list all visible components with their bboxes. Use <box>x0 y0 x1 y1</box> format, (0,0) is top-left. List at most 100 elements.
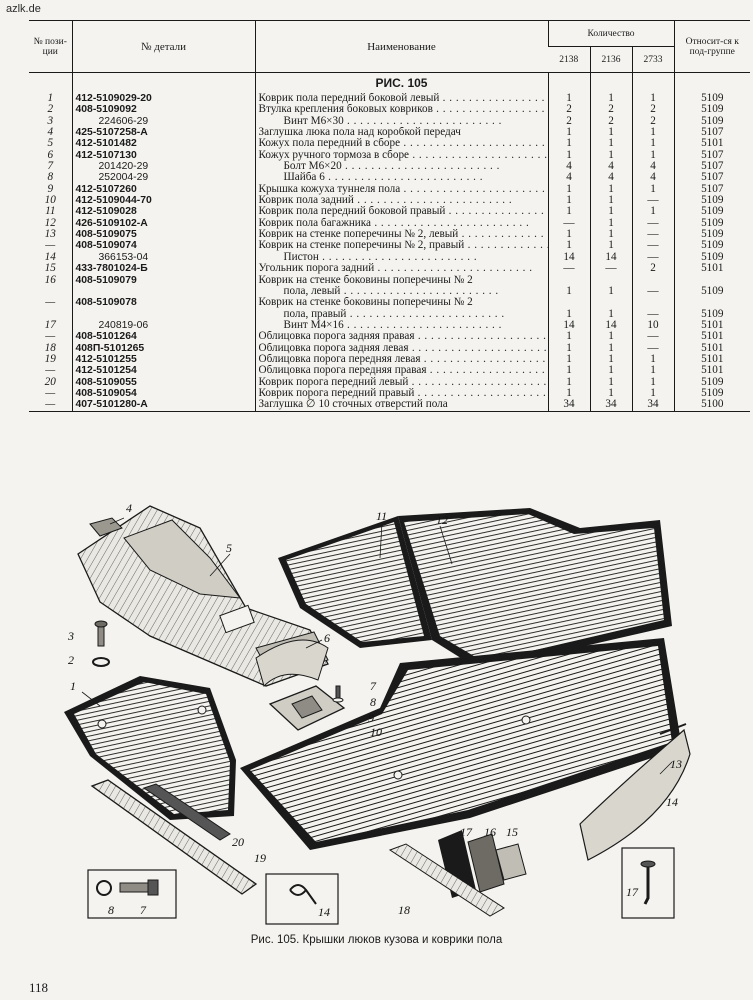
figure-title-row: РИС. 105 <box>29 72 751 93</box>
cell-quantity: 14 <box>547 251 590 264</box>
cell-quantity: 1 <box>547 149 590 162</box>
cell-quantity: 1 <box>589 387 632 400</box>
cell-position: 2 <box>47 104 54 116</box>
cell-quantity: 4 <box>631 172 675 184</box>
cell-name: Коврик порога передний левый <box>254 376 548 388</box>
cell-group: 5109 <box>673 376 751 388</box>
cell-quantity: 4 <box>589 172 632 184</box>
cell-quantity: 1 <box>589 93 632 105</box>
bolt-7 <box>335 685 341 699</box>
cell-position: 3 <box>47 115 54 127</box>
callout-14: 14 <box>666 795 678 809</box>
cell-part-number: 433-7801024-Б <box>71 263 255 275</box>
header-part-number: № детали <box>71 20 255 73</box>
cell-quantity <box>547 274 590 286</box>
cell-name: Коврик пола передний боковой левый <box>254 93 548 105</box>
cell-part-number: 412-5109044-70 <box>71 195 255 207</box>
cell-quantity <box>589 297 632 309</box>
cell-group: 5109 <box>673 308 751 320</box>
cell-group: 5109 <box>673 285 751 298</box>
cell-position: 4 <box>47 127 54 139</box>
cell-part-number <box>71 285 255 298</box>
cell-name: Облицовка порога передняя правая <box>254 365 548 377</box>
cell-part-number: 426-5109102-А <box>71 217 255 230</box>
callout-8: 8 <box>370 695 376 709</box>
cell-quantity: 1 <box>589 240 632 252</box>
cell-quantity <box>631 274 675 286</box>
callout-1: 1 <box>70 679 76 693</box>
cell-quantity: 2 <box>631 115 675 128</box>
washer-2 <box>92 657 110 667</box>
cell-position: 16 <box>44 274 56 286</box>
callout-15: 15 <box>506 825 518 839</box>
cell-group: 5109 <box>673 229 751 241</box>
cell-quantity: 1 <box>547 308 590 320</box>
cell-quantity: 1 <box>631 93 675 105</box>
cell-quantity: 1 <box>589 308 632 320</box>
cell-quantity: 1 <box>547 285 590 298</box>
cell-quantity: 4 <box>547 172 590 184</box>
cell-quantity: 1 <box>631 387 675 400</box>
cell-part-number: 408-5109055 <box>71 376 255 388</box>
cell-quantity: 34 <box>631 399 675 412</box>
table-row: пола, правый11—5109 <box>29 308 751 320</box>
cell-name: Пистон <box>254 251 548 264</box>
cell-group: 5109 <box>673 206 751 218</box>
header-model-2136: 2136 <box>589 46 632 73</box>
cell-quantity: 1 <box>589 149 632 162</box>
figure-title: РИС. 105 <box>254 72 548 93</box>
cell-quantity: 1 <box>547 206 590 218</box>
cell-position: 20 <box>44 376 56 388</box>
cell-name: Облицовка порога передняя левая <box>254 353 548 366</box>
cell-quantity: 14 <box>547 319 590 332</box>
cell-position: 12 <box>44 217 56 229</box>
cell-part-number: 412-5109029-20 <box>71 93 255 105</box>
cell-quantity: 1 <box>631 127 675 139</box>
detail-box-bolt <box>87 869 177 919</box>
callout-2: 2 <box>68 653 74 667</box>
cell-quantity: — <box>547 217 590 230</box>
cell-position: 6 <box>47 149 54 161</box>
cell-position: 9 <box>47 183 54 195</box>
cell-part-number: 408П-5101265 <box>71 342 255 354</box>
cell-position: — <box>45 240 56 252</box>
exploded-illustration: 4 5 3 2 1 6 7 8 9 10 11 12 13 14 15 16 1… <box>64 501 691 925</box>
cell-quantity: 1 <box>631 183 675 196</box>
cell-group <box>673 297 751 309</box>
cell-quantity: 1 <box>631 206 675 218</box>
cell-group: 5101 <box>673 331 751 343</box>
cell-group: 5109 <box>673 251 751 264</box>
cell-group: 5109 <box>673 195 751 207</box>
cell-group: 5100 <box>673 399 751 412</box>
mat-1 <box>64 676 236 820</box>
cell-quantity: 1 <box>589 229 632 241</box>
cell-group: 5109 <box>673 240 751 252</box>
cell-position: 15 <box>44 263 56 275</box>
washer-8 <box>332 697 344 703</box>
cell-name: Кожух пола передний в сборе <box>254 138 548 150</box>
cell-name: Коврик пола задний <box>254 195 548 207</box>
cell-part-number: 412-5107260 <box>71 183 255 196</box>
cell-name: Винт М6×30 <box>254 115 548 128</box>
cell-quantity: 1 <box>631 376 675 388</box>
cell-quantity: 1 <box>547 229 590 241</box>
cell-name: Винт М4×16 <box>254 319 548 332</box>
cell-quantity: 1 <box>589 353 632 366</box>
cell-quantity: 1 <box>547 183 590 196</box>
leader-lines <box>81 517 673 775</box>
cell-name: Угольник порога задний <box>254 263 548 275</box>
cell-group: 5107 <box>673 161 751 173</box>
cell-group: 5107 <box>673 127 751 139</box>
cell-position: 10 <box>44 195 56 207</box>
cell-quantity: 1 <box>589 365 632 377</box>
cell-quantity: — <box>631 331 675 343</box>
handbrake-cover-6 <box>255 639 329 687</box>
